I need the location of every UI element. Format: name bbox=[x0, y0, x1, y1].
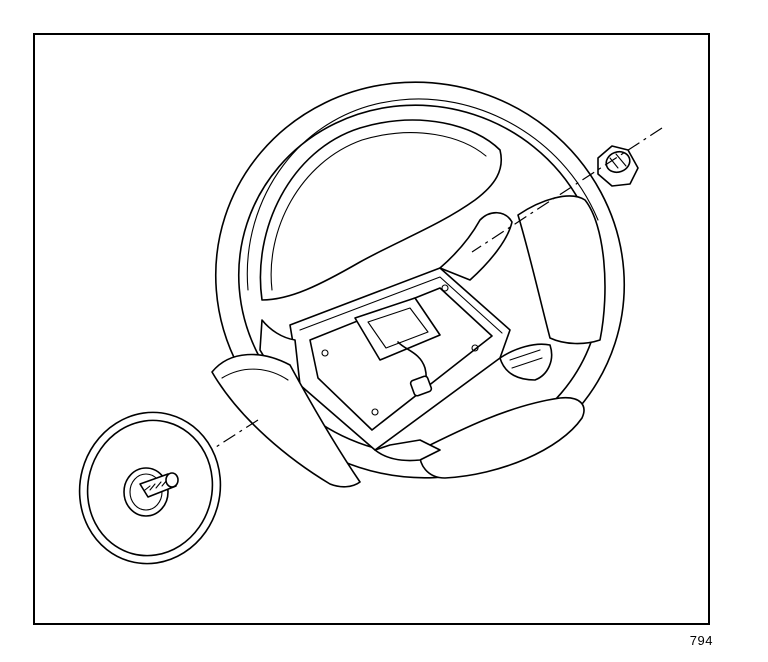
right-rim-opening bbox=[517, 195, 606, 345]
spokes bbox=[259, 211, 553, 462]
steering-nut bbox=[597, 145, 639, 187]
lower-trim-cover bbox=[211, 353, 361, 488]
upper-rim-opening bbox=[259, 119, 502, 301]
lower-rim-opening bbox=[419, 396, 585, 479]
figure-frame bbox=[33, 33, 710, 625]
figure-number: 794 bbox=[689, 633, 713, 648]
airbag-module bbox=[78, 411, 222, 565]
assembly-centerline bbox=[179, 127, 663, 471]
